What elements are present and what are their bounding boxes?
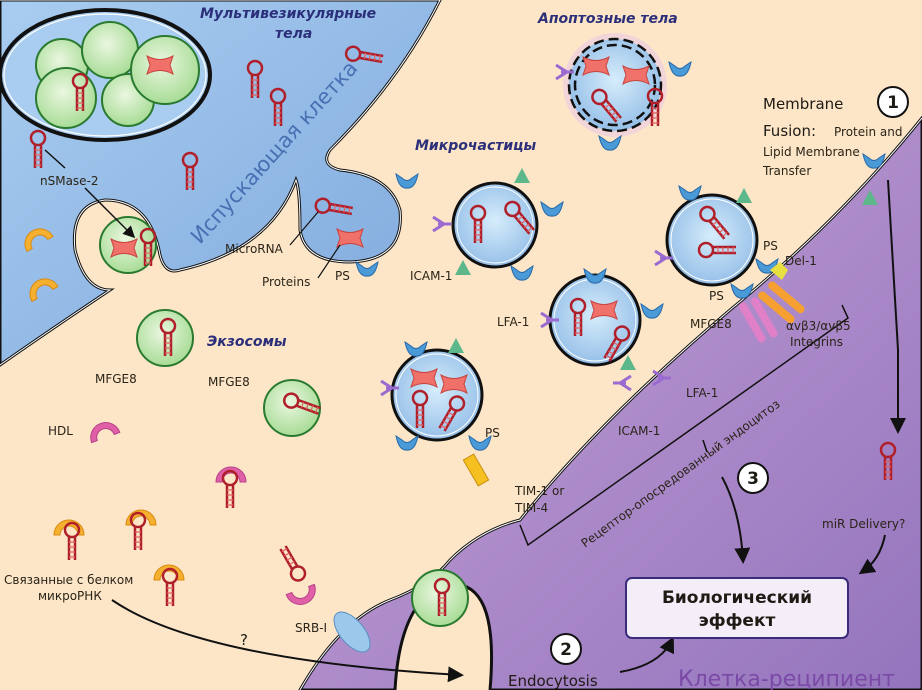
label-ps: PS [485,426,500,440]
pathway-3-number: 3 [747,469,759,489]
effect-line2: эффект [699,611,776,631]
srb1-receptor [333,611,371,653]
label-ps: PS [335,269,350,283]
label-protein-bound-2: микроРНК [38,589,102,603]
pathway-2-badge [550,633,582,665]
pathway-1-number: 1 [887,93,899,113]
pathway-3-badge [737,462,769,494]
label-lfa1: LFA-1 [497,315,529,329]
label-mir-delivery: miR Delivery? [822,517,905,531]
fusion-title-1: Membrane [763,95,843,113]
label-integrins-1: αvβ3/αvβ5 [786,319,851,333]
label-protein-bound-1: Связанные с белком [4,573,133,587]
effect-line1: Биологический [662,588,812,608]
label-icam1: ICAM-1 [618,424,660,438]
receptor-endocytosis-arrow [721,476,751,564]
unknown-uptake-arrow [111,599,464,683]
apoptotic-title: Апоптозные тела [537,11,678,27]
fusion-detail-3: Transfer [762,164,811,178]
fusion-arrow [887,179,906,434]
pathway-2-number: 2 [560,640,572,660]
label-ps: PS [709,289,724,303]
integrin-receptor [768,281,805,314]
label-proteins: Proteins [262,275,310,289]
label-tim-1: TIM-1 or [514,484,564,498]
microparticles-title: Микрочастицы [415,138,537,154]
label-nsmase: nSMase-2 [40,174,99,188]
exosomes-title: Экзосомы [207,334,287,350]
label-mfge8: MFGE8 [95,372,137,386]
nsmase-arrow [84,187,136,239]
mir-delivery-arrow [858,534,886,575]
label-tim-2: TIM-4 [514,501,548,515]
label-mfge8: MFGE8 [690,317,732,331]
label-microrna: MicroRNA [225,242,284,256]
recipient-cell-label: Клетка-реципиент [678,667,895,690]
fusion-detail-1: Protein and [834,125,902,139]
label-del1: Del-1 [785,254,817,268]
microparticle [653,185,779,299]
tim-receptor [462,453,490,487]
label-endocytosis: Endocytosis [508,672,598,690]
label-integrins-2: Integrins [790,335,843,349]
intraluminal-vesicles [35,21,200,129]
label-question: ? [240,631,248,649]
del1-icon [770,262,788,280]
label-icam1: ICAM-1 [410,269,452,283]
mvb-title-line1: Мультивезикулярные [200,6,376,22]
microparticle [431,168,564,281]
label-ps: PS [763,239,778,253]
mvb-title-line2: тела [275,26,312,42]
receptor-bracket [519,304,849,547]
label-srb1: SRB-I [295,621,327,635]
biological-effect-box [625,577,849,639]
fusion-title-2: Fusion: [763,122,816,140]
label-mfge8: MFGE8 [208,375,250,389]
endocytosis-arrow [619,636,675,673]
microparticle [539,268,673,392]
microparticle [379,338,492,451]
pathway-1-badge [877,86,909,118]
apoptotic-body [567,37,663,133]
label-lfa1: LFA-1 [686,386,718,400]
fusion-detail-2: Lipid Membrane [763,145,860,159]
label-hdl: HDL [48,424,73,438]
